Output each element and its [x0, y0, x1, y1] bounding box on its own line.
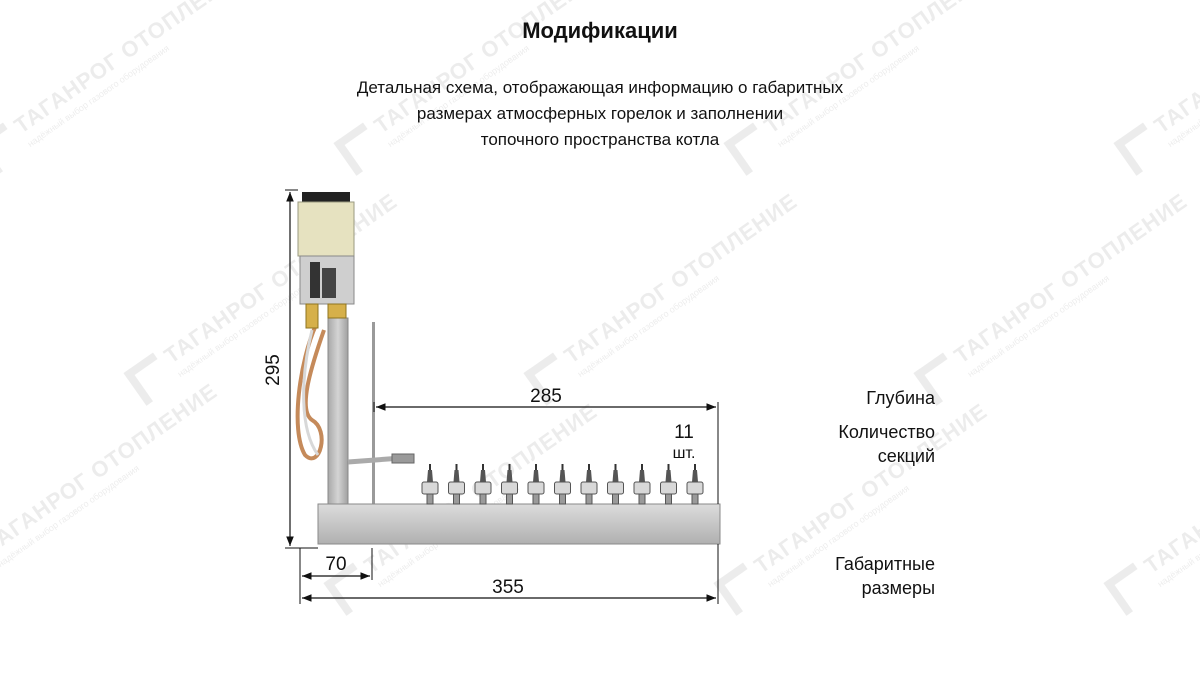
burner-jet	[501, 464, 518, 505]
sections-count: 11	[674, 422, 694, 443]
burner-jet	[474, 464, 492, 505]
depth-dimension-label: 285	[530, 386, 562, 407]
burner-manifold	[317, 503, 721, 545]
burner-jet	[448, 464, 465, 505]
sections-legend-line: секций	[877, 446, 935, 466]
offset-dimension-label: 70	[325, 554, 346, 575]
depth-legend-text: Глубина	[866, 388, 935, 408]
thermocouple-cable	[295, 324, 326, 461]
sections-unit: шт.	[673, 445, 696, 462]
burner-jet	[554, 464, 571, 505]
overall-legend-label: Габаритные размеры	[835, 552, 935, 600]
height-dimension-label: 295	[263, 354, 284, 386]
overall-legend-line: Габаритные	[835, 554, 935, 574]
sections-legend-line: Количество	[838, 422, 935, 442]
brass-fitting	[327, 303, 347, 319]
burner-jet	[607, 464, 624, 505]
burner-sections	[421, 464, 704, 505]
pilot-burner	[391, 453, 415, 464]
subtitle-line: топочного пространства котла	[480, 130, 720, 149]
page-subtitle: Детальная схема, отображающая информацию…	[300, 75, 900, 153]
depth-legend-label: Глубина	[866, 386, 935, 410]
subtitle-line: Детальная схема, отображающая информацию…	[356, 78, 844, 97]
brass-fitting	[305, 303, 319, 329]
page-title: Модификации	[522, 18, 678, 43]
total-dimension-label: 355	[492, 577, 524, 598]
burner-jet	[633, 464, 651, 505]
overall-legend-line: размеры	[861, 578, 935, 598]
burner-jet	[580, 464, 598, 505]
supply-tube	[327, 317, 349, 509]
burner-jet	[527, 464, 545, 505]
burner-jet	[421, 464, 439, 505]
subtitle-line: размерах атмосферных горелок и заполнени…	[416, 104, 784, 123]
side-plate	[372, 322, 375, 504]
burner-jet	[686, 464, 704, 505]
gas-valve-body	[297, 201, 355, 257]
sections-legend-label: Количество секций	[838, 420, 935, 468]
burner-jet	[660, 464, 677, 505]
gas-valve-top	[302, 192, 350, 204]
